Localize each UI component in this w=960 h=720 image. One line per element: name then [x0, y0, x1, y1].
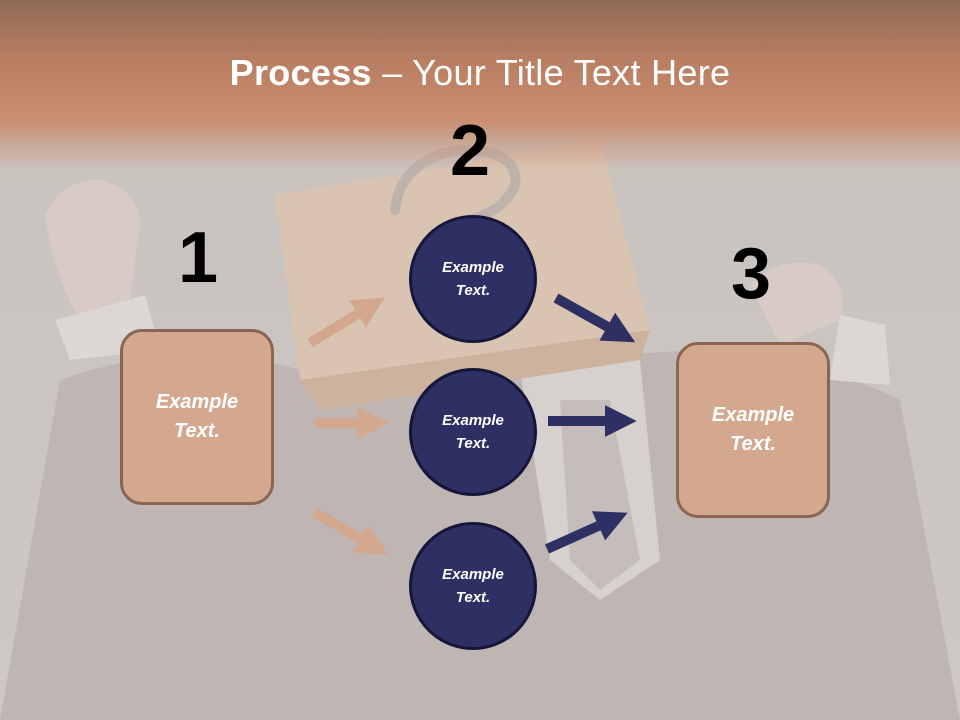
circle-top-label: Example Text.: [442, 259, 504, 299]
circle-bottom-label: Example Text.: [442, 566, 504, 606]
step-2-circle-top[interactable]: Example Text.: [409, 215, 537, 343]
arrow-left-to-top: [307, 297, 385, 348]
step-2-circle-bottom[interactable]: Example Text.: [409, 522, 537, 650]
arrow-bottom-to-right: [544, 511, 628, 554]
step-number-3: 3: [731, 234, 772, 314]
step-2-circle-middle[interactable]: Example Text.: [409, 368, 537, 496]
arrow-left-to-bottom: [311, 507, 389, 555]
step-1-box[interactable]: Example Text.: [120, 329, 274, 505]
step-3-label: Example Text.: [711, 404, 795, 455]
step-number-1: 1: [178, 218, 219, 298]
step-3-box[interactable]: Example Text.: [676, 342, 830, 518]
arrow-top-to-right: [553, 293, 636, 343]
slide-title: Process – Your Title Text Here: [0, 52, 960, 94]
circle-middle-label: Example Text.: [442, 412, 504, 452]
title-bold: Process: [229, 52, 372, 93]
title-rest: – Your Title Text Here: [371, 52, 731, 93]
step-1-label: Example Text.: [155, 391, 239, 442]
title-band: [0, 0, 960, 170]
step-number-2: 2: [450, 111, 491, 191]
